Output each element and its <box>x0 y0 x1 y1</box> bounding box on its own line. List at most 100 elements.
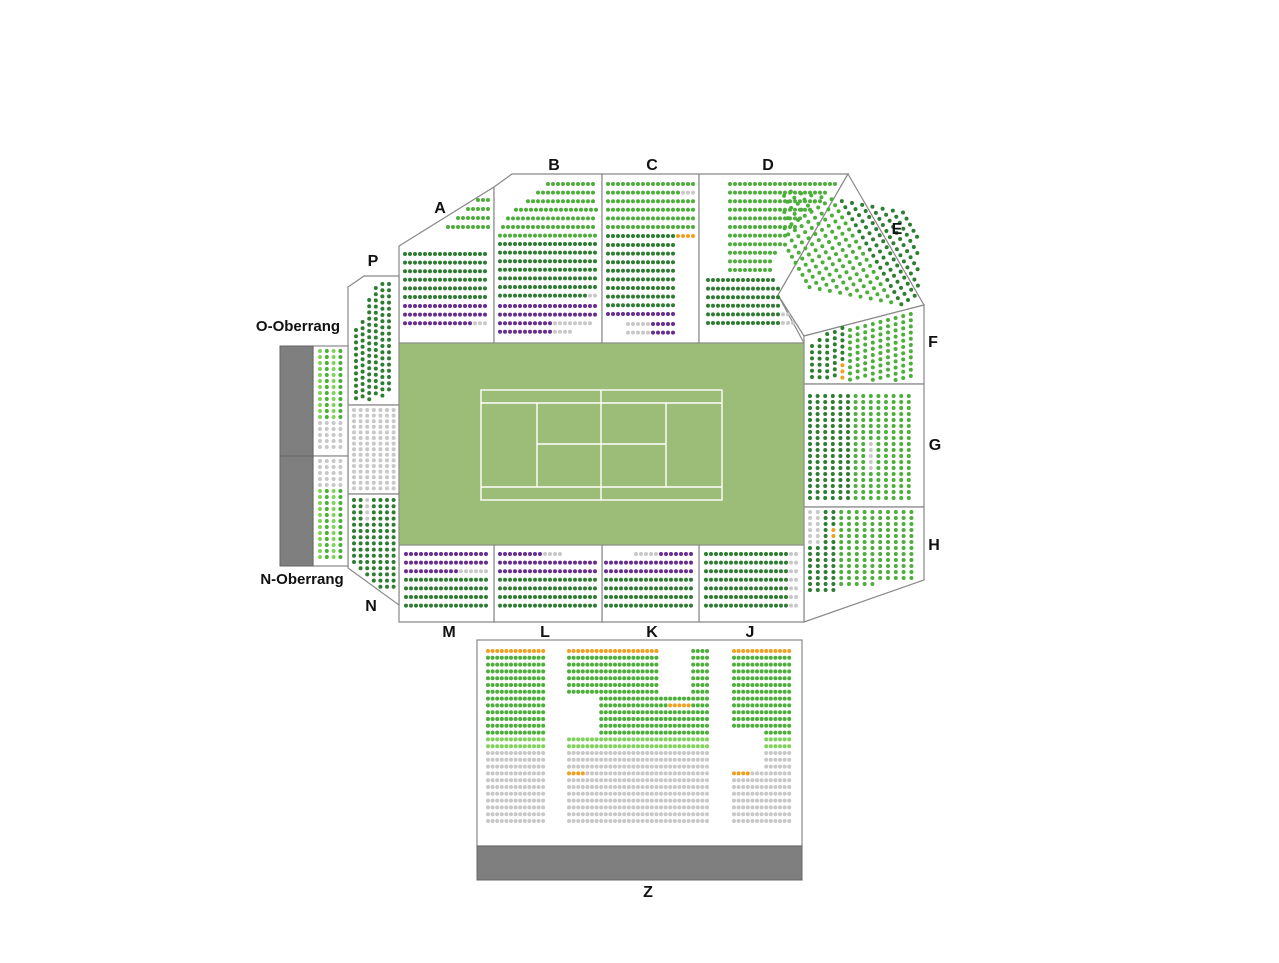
seat[interactable] <box>705 710 709 715</box>
seat[interactable] <box>414 586 418 591</box>
seat[interactable] <box>704 603 708 608</box>
seat[interactable] <box>741 649 746 653</box>
seat[interactable] <box>671 207 675 212</box>
seat[interactable] <box>672 778 677 783</box>
seat[interactable] <box>443 304 447 308</box>
seat[interactable] <box>669 603 673 608</box>
seat[interactable] <box>518 569 522 574</box>
seat[interactable] <box>380 306 385 311</box>
seat[interactable] <box>674 603 678 608</box>
section-c[interactable] <box>601 173 700 344</box>
seat[interactable] <box>634 560 638 565</box>
seat[interactable] <box>541 655 546 660</box>
seat[interactable] <box>700 791 705 796</box>
seat[interactable] <box>580 805 585 810</box>
seat[interactable] <box>831 510 836 514</box>
seat[interactable] <box>631 785 636 789</box>
seat[interactable] <box>764 676 769 681</box>
seat[interactable] <box>729 603 733 608</box>
seat[interactable] <box>518 267 522 272</box>
seat[interactable] <box>495 791 500 796</box>
seat[interactable] <box>654 586 658 591</box>
seat[interactable] <box>838 430 843 434</box>
seat[interactable] <box>823 448 828 452</box>
seat[interactable] <box>541 676 546 681</box>
seat[interactable] <box>839 570 844 574</box>
seat[interactable] <box>504 723 509 728</box>
seat[interactable] <box>371 578 376 583</box>
seat[interactable] <box>621 294 625 299</box>
seat[interactable] <box>473 304 477 308</box>
seat[interactable] <box>807 268 812 273</box>
seat[interactable] <box>640 798 645 803</box>
seat[interactable] <box>354 359 358 363</box>
seat[interactable] <box>385 522 389 527</box>
seat[interactable] <box>622 798 627 803</box>
seat[interactable] <box>352 475 356 480</box>
seat[interactable] <box>608 730 613 735</box>
seat[interactable] <box>750 649 755 653</box>
seat[interactable] <box>733 190 737 195</box>
seat[interactable] <box>523 242 527 246</box>
seat[interactable] <box>498 329 502 334</box>
seat[interactable] <box>823 233 828 238</box>
seat[interactable] <box>676 199 680 204</box>
seat[interactable] <box>909 516 914 520</box>
seat[interactable] <box>580 649 585 653</box>
seat[interactable] <box>654 669 659 674</box>
seat[interactable] <box>528 577 532 582</box>
seat[interactable] <box>478 312 482 317</box>
seat[interactable] <box>464 595 468 599</box>
seat[interactable] <box>578 267 582 272</box>
seat[interactable] <box>848 328 852 332</box>
seat[interactable] <box>604 569 608 574</box>
seat[interactable] <box>741 303 745 308</box>
seat[interactable] <box>860 202 865 207</box>
seat[interactable] <box>661 234 665 238</box>
seat[interactable] <box>711 312 715 317</box>
seat[interactable] <box>528 233 532 238</box>
seat[interactable] <box>513 723 518 728</box>
seat[interactable] <box>378 475 383 480</box>
seat[interactable] <box>661 190 665 195</box>
seat[interactable] <box>855 338 860 343</box>
seat[interactable] <box>753 182 757 186</box>
seat[interactable] <box>448 260 452 265</box>
seat[interactable] <box>738 268 742 272</box>
seat[interactable] <box>664 552 668 556</box>
seat[interactable] <box>773 199 777 204</box>
seat[interactable] <box>504 805 509 810</box>
seat[interactable] <box>588 577 592 582</box>
seat[interactable] <box>754 595 758 599</box>
seat[interactable] <box>682 812 686 817</box>
seat[interactable] <box>691 655 696 660</box>
seat[interactable] <box>490 717 495 721</box>
seat[interactable] <box>904 216 909 221</box>
seat[interactable] <box>732 819 736 823</box>
seat[interactable] <box>533 304 537 308</box>
seat[interactable] <box>561 199 565 204</box>
seat[interactable] <box>666 251 670 256</box>
seat[interactable] <box>580 676 585 681</box>
seat[interactable] <box>646 182 650 186</box>
seat[interactable] <box>318 543 322 547</box>
seat[interactable] <box>645 764 650 769</box>
seat[interactable] <box>778 730 782 735</box>
seat[interactable] <box>513 321 517 326</box>
seat[interactable] <box>424 552 428 556</box>
seat[interactable] <box>666 330 670 335</box>
seat[interactable] <box>778 757 782 762</box>
seat[interactable] <box>613 669 617 674</box>
seat[interactable] <box>773 182 777 186</box>
seat[interactable] <box>466 225 470 229</box>
seat[interactable] <box>726 295 730 300</box>
seat[interactable] <box>810 356 814 361</box>
seat[interactable] <box>509 676 513 681</box>
seat[interactable] <box>468 260 472 265</box>
seat[interactable] <box>523 577 527 582</box>
seat[interactable] <box>732 649 736 653</box>
seat[interactable] <box>636 182 640 186</box>
seat[interactable] <box>522 676 527 681</box>
seat[interactable] <box>573 250 577 255</box>
seat[interactable] <box>503 595 507 599</box>
